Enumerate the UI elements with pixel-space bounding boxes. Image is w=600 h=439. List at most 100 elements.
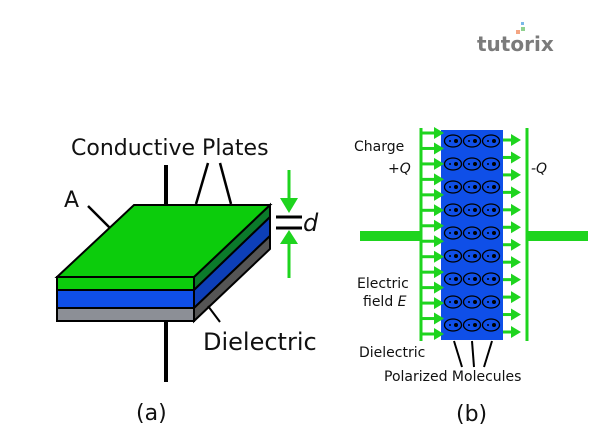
molecule-positive-charge <box>492 208 496 212</box>
field-arrow-head-icon <box>511 221 521 234</box>
molecule-positive-charge <box>454 277 458 281</box>
field-arrow-head-icon <box>511 326 521 338</box>
molecules-pointer-line <box>453 340 463 368</box>
molecule-negative-charge <box>487 255 489 257</box>
molecule-positive-charge <box>454 162 458 166</box>
dielectric-pointer-line <box>207 305 221 323</box>
molecule-positive-charge <box>473 323 477 327</box>
molecule <box>481 272 501 286</box>
molecule-positive-charge <box>473 139 477 143</box>
field-arrow-head-icon <box>511 134 521 146</box>
field-arrow-head-icon <box>511 308 521 321</box>
molecule <box>443 318 463 332</box>
distance-label: d <box>303 209 319 237</box>
molecule-positive-charge <box>492 139 496 143</box>
figure-b-polarized-dielectric: Charge +Q -Q Electric field E Dielectric… <box>354 127 588 427</box>
molecule-negative-charge <box>468 209 470 211</box>
field-arrow-head-icon <box>434 219 444 232</box>
molecule-negative-charge <box>468 186 470 188</box>
field-symbol: E <box>398 294 407 310</box>
molecule-negative-charge <box>487 140 489 142</box>
plates-pointer-line <box>194 162 210 205</box>
field-arrow-head-icon <box>511 151 521 164</box>
area-label: A <box>64 188 79 213</box>
molecule <box>443 203 463 217</box>
molecule <box>462 203 482 217</box>
molecule-negative-charge <box>449 324 451 326</box>
molecule-positive-charge <box>492 185 496 189</box>
electric-field-label: field E <box>363 294 407 310</box>
field-arrow-head-icon <box>434 297 444 310</box>
field-arrow-head-icon <box>511 291 521 304</box>
molecule-negative-charge <box>487 301 489 303</box>
molecule <box>443 134 463 148</box>
field-arrow-head-icon <box>511 273 521 286</box>
field-arrow-head-icon <box>434 142 444 155</box>
field-arrow-head-icon <box>434 173 444 186</box>
molecule-positive-charge <box>473 185 477 189</box>
molecule <box>481 157 501 171</box>
field-arrow-head-icon <box>511 203 521 216</box>
field-arrow-head-icon <box>434 312 444 325</box>
conductive-plates-label: Conductive Plates <box>71 136 269 161</box>
field-arrow-head-icon <box>511 186 521 199</box>
molecule-positive-charge <box>473 254 477 258</box>
left-wire <box>360 231 422 241</box>
molecule <box>443 249 463 263</box>
field-arrow-head-icon <box>434 328 444 340</box>
dielectric-label-b: Dielectric <box>359 345 425 361</box>
dielectric-front-face <box>56 289 195 309</box>
field-arrow-head-icon <box>511 256 521 269</box>
figure-a-parallel-plate-capacitor: Conductive Plates A d Dielectric (a) <box>54 136 319 426</box>
distance-arrow-head-down-icon <box>280 198 298 213</box>
molecule <box>462 180 482 194</box>
molecule <box>481 180 501 194</box>
molecule-negative-charge <box>487 324 489 326</box>
molecule-negative-charge <box>468 324 470 326</box>
dielectric-label: Dielectric <box>203 328 317 356</box>
molecule-positive-charge <box>492 254 496 258</box>
molecule <box>443 180 463 194</box>
molecule <box>462 249 482 263</box>
field-arrow-head-icon <box>434 235 444 248</box>
caption-a: (a) <box>136 401 167 426</box>
molecule-positive-charge <box>473 231 477 235</box>
field-word: field <box>363 294 398 310</box>
molecule <box>481 295 501 309</box>
molecule-positive-charge <box>454 323 458 327</box>
molecule-positive-charge <box>473 300 477 304</box>
field-arrow-head-icon <box>434 281 444 294</box>
top-plate-front-face <box>56 276 195 291</box>
molecule <box>481 318 501 332</box>
right-wire <box>527 231 588 241</box>
logo-dot <box>516 30 520 34</box>
distance-arrow-head-up-icon <box>280 230 298 244</box>
polarized-molecules-label: Polarized Molecules <box>384 369 521 385</box>
molecule-positive-charge <box>492 277 496 281</box>
charge-label: Charge <box>354 139 404 155</box>
molecule-positive-charge <box>473 208 477 212</box>
molecule <box>443 226 463 240</box>
molecule <box>462 226 482 240</box>
molecule-negative-charge <box>449 278 451 280</box>
negative-charge-label: -Q <box>531 161 547 177</box>
molecule-positive-charge <box>454 231 458 235</box>
molecule <box>462 134 482 148</box>
molecule-negative-charge <box>487 186 489 188</box>
logo-dot <box>521 22 524 25</box>
plates-pointer-line <box>218 162 233 205</box>
molecule-positive-charge <box>492 323 496 327</box>
tutorix-logo: tutorix <box>477 22 554 56</box>
molecule <box>481 249 501 263</box>
molecule <box>462 272 482 286</box>
molecule-positive-charge <box>492 300 496 304</box>
field-arrow-head-icon <box>434 188 444 201</box>
molecule <box>462 295 482 309</box>
field-arrow-head-icon <box>434 266 444 279</box>
molecule <box>443 295 463 309</box>
molecule <box>443 272 463 286</box>
logo-dot <box>521 27 525 31</box>
field-arrow-head-icon <box>434 204 444 217</box>
molecule-negative-charge <box>487 209 489 211</box>
